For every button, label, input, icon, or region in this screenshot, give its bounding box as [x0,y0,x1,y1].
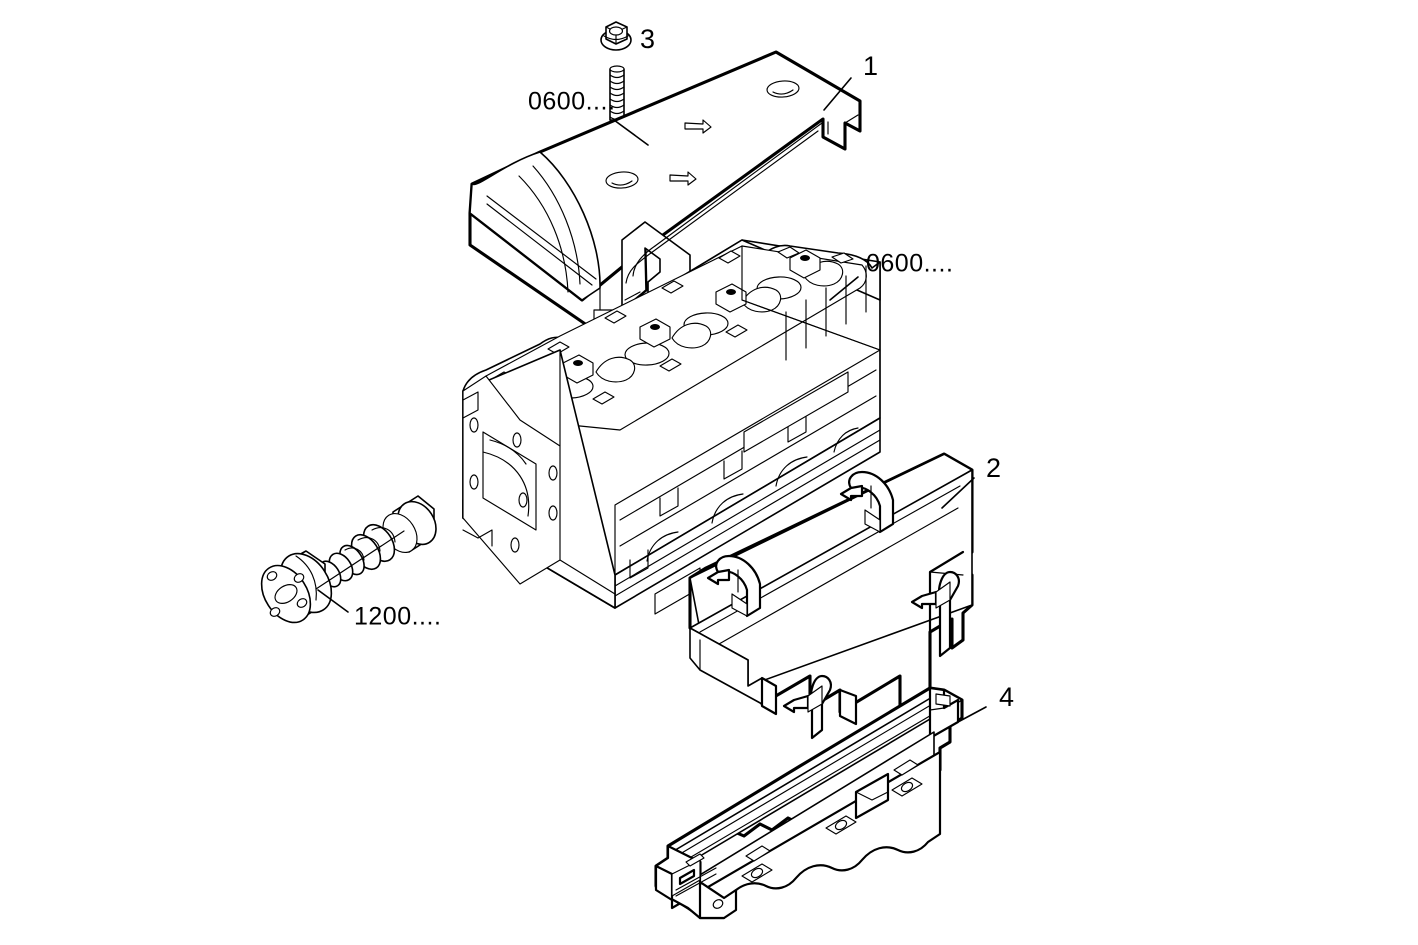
rail-left-foot-hole [712,899,724,909]
part-hex-flange-nut[interactable] [600,21,632,51]
shield-front-crease-2 [711,507,959,649]
head-left-pocket-rib [482,451,530,517]
cover-notch-shade [624,291,641,301]
rail-top-strip-groove-2 [685,703,951,861]
cover-dome-lip-upper [486,195,597,280]
head-front-face-band-2 [619,395,877,547]
cover-rib-curve-end [625,252,652,284]
shield-top-back-edge [688,452,946,580]
rail-locating-pads [745,759,919,862]
head-left-top-step [462,391,479,419]
stud-top-face [609,65,625,73]
cover-dome-crease-2 [518,175,569,293]
cover-inner-rib-2 [650,130,819,254]
head-rear-wall-ribs [785,265,867,361]
head-left-bolt-holes [469,417,558,553]
cover-rib-curve-end-2 [632,245,656,277]
leader-part-2 [941,477,975,509]
shield-clip-front-upper-left [706,554,762,618]
shield-clip-bottom-centre [782,674,832,740]
camshaft-rear-journal [382,495,437,553]
leader-camshaft [317,589,349,613]
shield-foot-left [760,676,778,716]
callout-number-3: 3 [640,24,655,54]
head-left-bottom-step [462,529,493,547]
cover-inner-rib-1 [654,122,823,247]
part-cylinder-head-cover[interactable] [468,50,862,332]
head-bottom-rail-line-1 [614,429,881,587]
head-front-recess-window [743,371,849,453]
part-stud-bolt[interactable] [609,65,625,121]
cover-dome-lip-lower [486,203,593,286]
shield-clip-rear-upper [839,470,895,534]
callout-number-1: 1 [863,51,878,81]
leader-part-1 [823,77,852,111]
camshaft-shaft-highlight [315,530,405,590]
head-rear-step-edge [741,299,881,351]
head-left-lower-corner [559,559,616,595]
camshaft-center-bore [274,584,298,604]
head-front-notches [629,413,807,579]
leader-stud-bolt [613,119,649,146]
callout-number-2: 2 [986,453,1001,483]
shield-clip-lower-right [910,570,960,658]
part-mounting-rail-bracket[interactable] [654,686,964,920]
callout-code-head: 0600.... [866,250,953,278]
cover-dome-crease-1 [532,165,581,285]
head-front-face-panel [614,349,881,576]
leader-part-4 [957,706,987,723]
cover-right-tab [821,117,862,151]
cover-right-tab-fold [844,114,859,124]
cover-bolt-boss-left-inner [611,180,633,186]
part-heat-shield-cover[interactable] [688,452,974,740]
head-bottom-rail-line-2 [614,439,881,597]
rail-mid-block-top [855,791,889,801]
callout-labels: 1 2 3 4 0600.... 0600.... 1200.... [354,24,1014,712]
rail-top-strip-groove-1 [679,695,947,855]
callout-code-camshaft: 1200.... [354,603,441,631]
cover-bolt-boss-right-inner [772,89,794,95]
shield-foot-centre [838,688,858,726]
callout-number-4: 4 [999,682,1014,712]
callout-leader-lines [317,77,987,723]
rail-mid-block [854,772,890,820]
camshaft-drive-flange [260,550,333,624]
nut-flange-shadow [603,35,629,41]
leader-cylinder-head [829,276,859,301]
head-left-pocket-rib-2 [489,439,527,465]
nut-thread-bore [608,26,624,36]
stud-thread-lines [609,74,625,121]
cover-emboss-arrow-left [669,171,697,186]
part-camshaft[interactable] [252,494,444,631]
cover-emboss-arrow-right [684,119,712,134]
part-cylinder-head[interactable] [462,239,881,615]
callout-code-stud: 0600.... [528,88,615,116]
